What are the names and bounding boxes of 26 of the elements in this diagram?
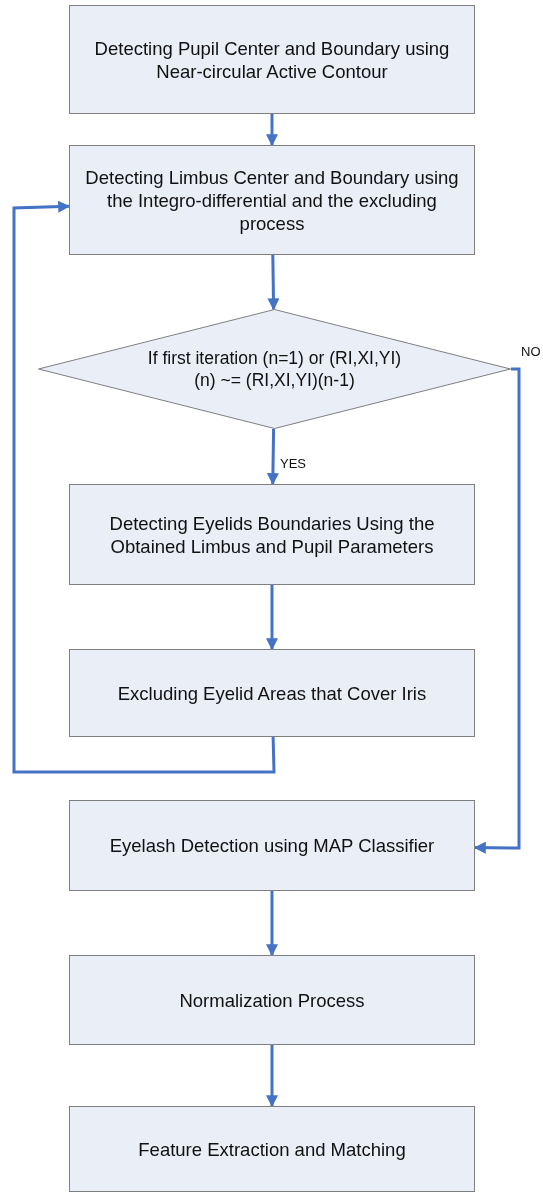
- edge-label: NO: [520, 344, 542, 359]
- process-box: [69, 649, 475, 737]
- node-text: If first iteration (n=1) or (RI,XI,YI)(n) ~= (RI,XI,YI)(n-1): [146, 347, 403, 391]
- node-text: Eyelash Detection using MAP Classifier: [108, 834, 436, 857]
- process-box: [69, 955, 475, 1045]
- arrow: [266, 891, 278, 957]
- process-box: [69, 1106, 475, 1192]
- arrow: [266, 585, 278, 651]
- arrow: [473, 367, 521, 854]
- process-box: [69, 5, 475, 114]
- arrow: [266, 428, 279, 486]
- process-box: [69, 484, 475, 585]
- arrow: [266, 1045, 278, 1108]
- arrow: [267, 254, 280, 311]
- node-text: Detecting Pupil Center and Boundary using Near-circular Active Contour: [93, 36, 451, 83]
- decision-diamond: [38, 309, 511, 429]
- node-text: Normalization Process: [178, 988, 366, 1012]
- process-box: [69, 145, 475, 255]
- arrow: [266, 114, 278, 147]
- node-text: Detecting Eyelids Boundaries Using the Obtained Limbus and Pupil Parameters: [108, 511, 436, 558]
- edge-label: YES: [279, 456, 307, 471]
- arrow: [12, 200, 276, 774]
- process-box: [69, 800, 475, 891]
- node-text: Detecting Limbus Center and Boundary using the Integro-differential and the excluding process: [84, 165, 460, 235]
- node-text: Feature Extraction and Matching: [137, 1137, 407, 1161]
- node-text: Excluding Eyelid Areas that Cover Iris: [116, 681, 428, 705]
